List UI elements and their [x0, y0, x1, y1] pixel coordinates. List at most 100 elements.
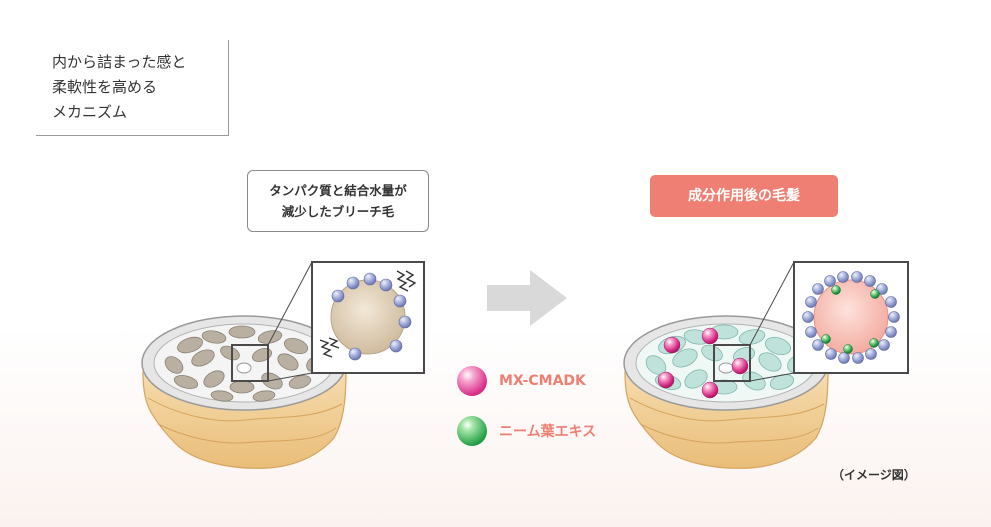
zoom-region-before — [231, 344, 269, 382]
headline-line-2: 柔軟性を高める — [52, 78, 158, 96]
bound-water-molecule — [393, 294, 407, 308]
bound-water-molecule — [346, 276, 360, 290]
cortex-cell-after — [684, 369, 708, 389]
bound-water-molecule — [805, 326, 817, 338]
cuticle-line-before-1 — [147, 397, 343, 422]
legend-item-neem-leaf: ニーム葉エキス — [457, 416, 596, 446]
cortex-cell-before — [283, 337, 309, 355]
bound-water-molecule — [331, 289, 345, 303]
cortex-cell-zoom-after — [813, 279, 889, 355]
zoom-panel-after — [793, 261, 909, 374]
cortex-cell-after — [758, 352, 782, 372]
bound-water-molecule — [851, 271, 863, 283]
hair-section-after — [623, 261, 829, 469]
bound-water-molecule — [876, 283, 888, 295]
after-label: 成分作用後の毛髪 — [650, 175, 838, 217]
cortex-cell-before — [210, 390, 234, 402]
bound-water-molecule — [838, 352, 850, 364]
headline-line-1: 内から詰まった感と — [52, 53, 187, 71]
cortex-cell-before — [257, 330, 283, 344]
mx-cmadk-particle — [701, 381, 719, 399]
mx-cmadk-particles-after — [657, 327, 749, 399]
bound-water-molecule — [837, 271, 849, 283]
before-label-line-1: タンパク質と結合水量が — [269, 183, 407, 198]
cortex-cell-after — [672, 348, 698, 368]
before-label: タンパク質と結合水量が 減少したブリーチ毛 — [247, 170, 429, 232]
zoom-line-before-top — [267, 261, 313, 346]
bound-water-molecule — [812, 283, 824, 295]
green-sphere-icon — [457, 416, 487, 446]
cortex-cell-before — [228, 325, 256, 339]
cortex-cell-before — [177, 336, 203, 354]
mx-cmadk-particle — [657, 371, 675, 389]
cortex-cell-before — [164, 356, 184, 374]
bound-water-after — [802, 271, 900, 364]
bound-water-molecule — [805, 296, 817, 308]
before-label-line-2: 減少したブリーチ毛 — [281, 204, 395, 219]
legend-item-mx-cmadk: MX-CMADK — [457, 366, 586, 396]
zoom-line-after-bottom — [749, 372, 795, 382]
cortex-cell-before — [173, 375, 199, 389]
cortex-cell-before — [277, 353, 299, 371]
bound-water-molecule — [825, 348, 837, 360]
bound-water-molecule — [389, 339, 403, 353]
bound-water-molecule — [379, 278, 393, 292]
medulla-after — [718, 362, 734, 374]
cortex-cell-before — [203, 370, 225, 388]
image-caption: （イメージ図） — [832, 468, 916, 482]
cortex-cell-before — [191, 349, 215, 367]
bound-water-before — [331, 272, 412, 361]
neem-leaf-particle — [843, 344, 853, 354]
cortex-cell-before — [261, 372, 283, 390]
bound-water-molecule — [812, 339, 824, 351]
bound-water-molecule — [802, 311, 814, 323]
cortex-cell-before — [288, 375, 312, 389]
zoom-region-after — [713, 344, 751, 382]
bound-water-molecule — [852, 352, 864, 364]
bound-water-molecule — [864, 275, 876, 287]
zigzag-mark — [328, 337, 340, 349]
cortex-cell-before — [251, 348, 273, 362]
headline-line-3: メカニズム — [52, 103, 128, 121]
neem-leaf-particle — [870, 289, 880, 299]
headline: 内から詰まった感と 柔軟性を高める メカニズム — [52, 50, 186, 125]
neem-leaf-particle — [869, 338, 879, 348]
zoom-panel-before — [311, 261, 425, 374]
bound-water-molecule — [363, 272, 377, 286]
medulla-before — [236, 362, 252, 374]
neem-leaf-particle — [821, 334, 831, 344]
zoom-line-after-top — [749, 261, 795, 346]
cuticle-line-after-2 — [639, 423, 819, 444]
zoom-line-before-bottom — [267, 372, 313, 382]
bound-water-molecule — [878, 339, 890, 351]
bound-water-molecule — [348, 347, 362, 361]
cuticle-line-after-1 — [629, 397, 825, 422]
zigzag-mark — [396, 270, 409, 292]
mx-cmadk-particle — [731, 357, 749, 375]
bound-water-molecule — [398, 315, 412, 329]
pink-sphere-icon — [457, 366, 487, 396]
bound-water-molecule — [885, 326, 897, 338]
bound-water-molecule — [824, 275, 836, 287]
cortex-cell-after — [742, 371, 766, 391]
cortex-cell-before — [201, 330, 227, 344]
bound-water-molecule — [885, 296, 897, 308]
cortex-cell-before — [229, 380, 255, 394]
cortex-cell-before — [252, 390, 276, 402]
bound-water-molecule — [888, 311, 900, 323]
neem-leaf-particles-after — [821, 285, 880, 354]
transition-arrow — [487, 270, 567, 326]
dryness-marks-before — [319, 270, 417, 358]
legend-label-mx-cmadk: MX-CMADK — [499, 373, 586, 389]
cortex-cell-after — [738, 329, 766, 345]
zigzag-mark — [319, 339, 333, 358]
legend-label-neem-leaf: ニーム葉エキス — [499, 424, 597, 440]
cortex-cell-after — [764, 336, 792, 356]
bound-water-molecule — [865, 348, 877, 360]
hair-section-before — [141, 261, 347, 469]
zigzag-mark — [405, 270, 417, 288]
neem-leaf-particle — [831, 285, 841, 295]
mx-cmadk-particle — [663, 336, 681, 354]
cuticle-line-before-2 — [157, 423, 337, 444]
